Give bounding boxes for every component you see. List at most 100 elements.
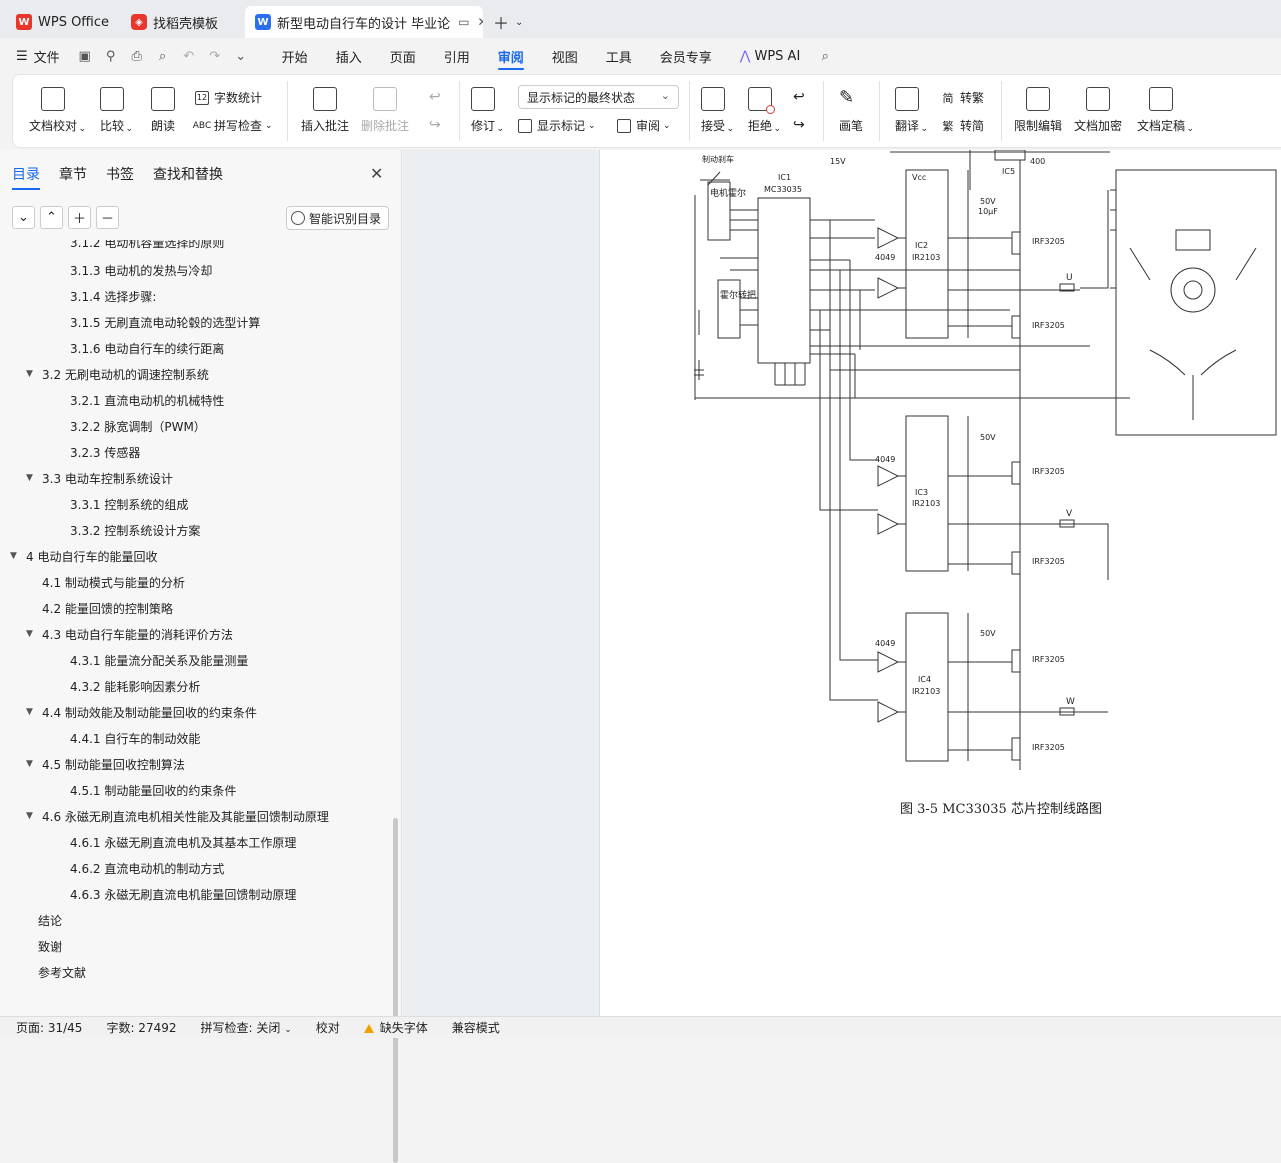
track-changes-button[interactable]: 修订⌄ [471,87,504,134]
compare-button[interactable]: 比较⌄ [100,87,133,134]
tab-start[interactable]: 开始 [281,50,308,66]
encrypt-button[interactable]: 文档加密 [1074,87,1122,134]
add-heading-icon[interactable]: ＋ [68,206,91,229]
tab-find-replace[interactable]: 查找和替换 [153,167,223,183]
tab-view[interactable]: 视图 [551,50,578,66]
toc-item[interactable]: 4.5.1 制动能量回收的约束条件 [70,780,236,800]
toc-item[interactable]: 4.6.3 永磁无刷直流电机能量回馈制动原理 [70,884,296,904]
prev-comment-icon[interactable]: ↩ [429,89,441,105]
tab-wps-office[interactable]: W WPS Office [6,6,119,38]
read-aloud-button[interactable]: 朗读 [151,87,175,134]
translate-button[interactable]: 翻译⌄ [895,87,928,134]
tab-insert[interactable]: 插入 [335,50,362,66]
expand-arrow-icon[interactable]: ▼ [26,369,33,379]
reject-button[interactable]: 拒绝⌄ [748,87,781,134]
toc-item[interactable]: 3.2.1 直流电动机的机械特性 [70,390,224,410]
toc-item[interactable]: ▼3.2 无刷电动机的调速控制系统 [26,364,209,384]
close-pane-icon[interactable]: ✕ [370,164,384,183]
word-count[interactable]: 字数: 27492 [106,1021,177,1035]
expand-arrow-icon[interactable]: ▼ [26,707,33,717]
next-comment-icon[interactable]: ↪ [429,117,441,133]
restrict-edit-button[interactable]: 限制编辑 [1014,87,1062,134]
save-icon[interactable]: ▣ [78,48,91,64]
undo-icon[interactable]: ↶ [183,48,195,64]
expand-arrow-icon[interactable]: ▼ [26,759,33,769]
toc-item[interactable]: 结论 [38,910,62,930]
file-menu[interactable]: ☰文件 [16,48,60,66]
toc-item[interactable]: ▼3.3 电动车控制系统设计 [26,468,173,488]
wps-ai-button[interactable]: ⋀WPS AI [739,48,801,64]
tab-chapters[interactable]: 章节 [59,167,87,183]
toc-item[interactable]: 3.1.6 电动自行车的续行距离 [70,338,224,358]
delete-comment-button[interactable]: 删除批注 [361,87,409,134]
pen-button[interactable]: ✎画笔 [839,87,864,133]
toc-item[interactable]: 4.3.1 能量流分配关系及能量测量 [70,650,248,670]
toc-item[interactable]: 3.1.3 电动机的发热与冷却 [70,260,212,280]
proofread-button[interactable]: 文档校对⌄ [29,87,86,134]
tab-member[interactable]: 会员专享 [659,50,712,66]
toc-item[interactable]: ▼4.3 电动自行车能量的消耗评价方法 [26,624,233,644]
next-change-icon[interactable]: ↪ [793,117,805,133]
expand-down-icon[interactable]: ⌄ [12,206,35,229]
toc-item[interactable]: 3.2.3 传感器 [70,442,140,462]
toc-item[interactable]: 3.1.5 无刷直流电动轮毂的选型计算 [70,312,260,332]
collapse-up-icon[interactable]: ⌃ [40,206,63,229]
toc-item[interactable]: ▼4.5 制动能量回收控制算法 [26,754,185,774]
toc-item[interactable]: 3.3.1 控制系统的组成 [70,494,188,514]
close-tab-icon[interactable]: ✕ [477,15,484,29]
toc-item[interactable]: 4.2 能量回馈的控制策略 [42,598,173,618]
expand-arrow-icon[interactable]: ▼ [26,473,33,483]
toc-item[interactable]: 致谢 [38,936,62,956]
toc-item[interactable]: ▼4.6 永磁无刷直流电机相关性能及其能量回馈制动原理 [26,806,329,826]
search-icon[interactable]: ⌕ [821,48,829,64]
tab-toc[interactable]: 目录 [12,164,40,190]
share-icon[interactable]: ⚲ [105,48,116,64]
toc-item[interactable]: ▼4 电动自行车的能量回收 [10,546,157,566]
tab-document[interactable]: W 新型电动自行车的设计 毕业论 ▭ ✕ [245,6,484,38]
toc-item[interactable]: 3.1.4 选择步骤: [70,286,156,306]
spellcheck-status[interactable]: 拼写检查: 关闭 ⌄ [200,1021,292,1035]
chevron-down-icon[interactable]: ⌄ [515,16,524,28]
toc-item[interactable]: 3.3.2 控制系统设计方案 [70,520,200,540]
toc-item[interactable]: 3.2.2 脉宽调制（PWM） [70,416,206,436]
toc-item[interactable]: 4.3.2 能耗影响因素分析 [70,676,200,696]
tab-page[interactable]: 页面 [389,50,416,66]
page-indicator[interactable]: 页面: 31/45 [16,1021,83,1035]
expand-arrow-icon[interactable]: ▼ [10,551,17,561]
toc-item[interactable]: ▼4.4 制动效能及制动能量回收的约束条件 [26,702,257,722]
expand-arrow-icon[interactable]: ▼ [26,629,33,639]
expand-arrow-icon[interactable]: ▼ [26,811,33,821]
proof-status[interactable]: 校对 [315,1021,340,1035]
redo-icon[interactable]: ↷ [209,48,221,64]
insert-comment-button[interactable]: 插入批注 [301,87,349,134]
toc-item[interactable]: 4.1 制动模式与能量的分析 [42,572,185,592]
toc-item[interactable]: 4.6.1 永磁无刷直流电机及其基本工作原理 [70,832,296,852]
tab-docer[interactable]: ◈ 找稻壳模板 [121,6,243,38]
prev-change-icon[interactable]: ↩ [793,89,805,105]
review-pane-button[interactable]: 审阅⌄ [617,117,671,134]
tab-tools[interactable]: 工具 [605,50,632,66]
tab-bookmarks[interactable]: 书签 [106,167,134,183]
print-icon[interactable]: ⎙ [131,48,142,64]
tab-reference[interactable]: 引用 [443,50,470,66]
show-markup-button[interactable]: 显示标记⌄ [518,117,596,134]
to-traditional-button[interactable]: 简转繁 [942,91,985,105]
remove-heading-icon[interactable]: － [96,206,119,229]
display-state-select[interactable]: 显示标记的最终状态⌄ [518,85,679,109]
missing-font-status[interactable]: 缺失字体 [363,1019,428,1036]
toc-item[interactable]: 参考文献 [38,962,86,982]
toc-item[interactable]: 3.1.2 电动机容量选择的原则 [70,240,224,252]
toc-item[interactable]: 4.6.2 直流电动机的制动方式 [70,858,224,878]
new-tab-button[interactable]: ＋ ⌄ [493,14,524,33]
toc-item[interactable]: 4.4.1 自行车的制动效能 [70,728,200,748]
tab-review[interactable]: 审阅 [484,38,538,74]
more-chevron-icon[interactable]: ⌄ [235,48,247,64]
document-page[interactable] [599,150,1281,1016]
smart-toc-button[interactable]: 智能识别目录 [286,206,389,230]
finalize-button[interactable]: 文档定稿⌄ [1137,87,1194,134]
print-preview-icon[interactable]: ⌕ [159,48,167,64]
to-simplified-button[interactable]: 繁转简 [942,119,985,133]
toc-scrollbar[interactable] [393,818,398,1163]
